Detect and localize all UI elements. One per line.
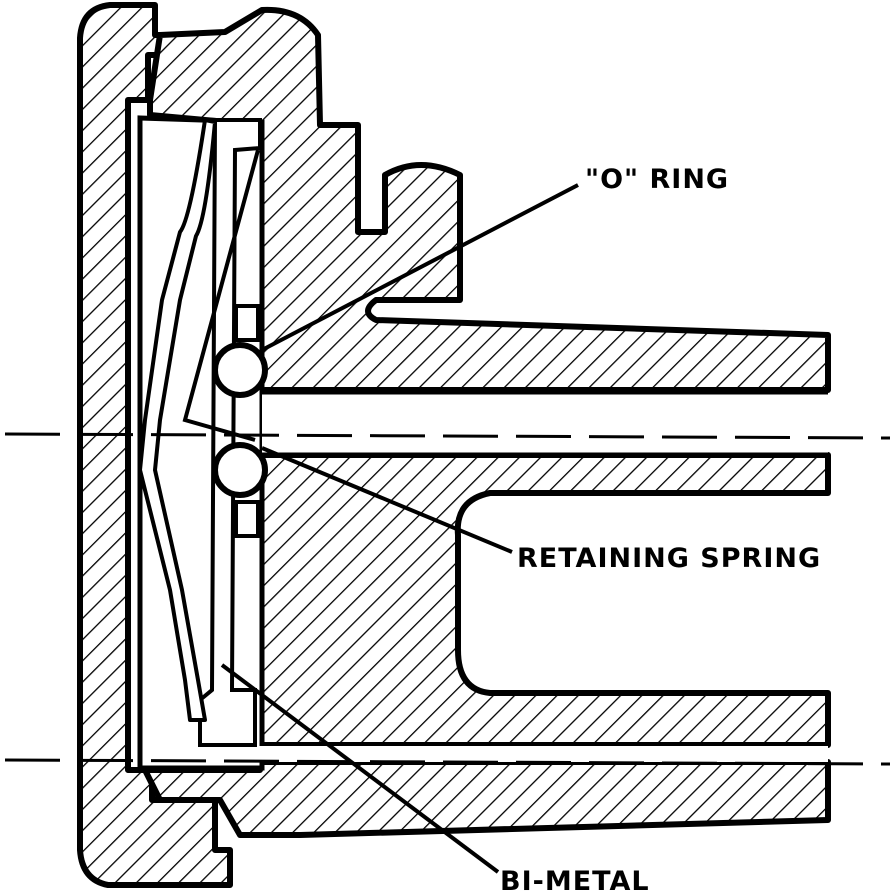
o-ring-lower bbox=[212, 442, 268, 498]
upper-port-bore bbox=[262, 392, 828, 454]
centerline-lower bbox=[4, 758, 891, 766]
centerline-upper bbox=[4, 432, 891, 440]
retaining-spring bbox=[182, 149, 260, 442]
bi-metal-leader-line bbox=[220, 663, 500, 874]
bi-metal-label: BI-METAL bbox=[500, 866, 650, 894]
lower-port-bore bbox=[258, 746, 828, 762]
bi-metal-strip bbox=[138, 118, 217, 722]
o-ring-upper bbox=[212, 342, 268, 398]
o-ring-leader-line bbox=[261, 183, 579, 352]
retaining-spring-leader-line bbox=[261, 446, 513, 554]
o-ring-label: "O" RING bbox=[585, 164, 729, 195]
retaining-spring-label: RETAINING SPRING bbox=[517, 543, 821, 574]
